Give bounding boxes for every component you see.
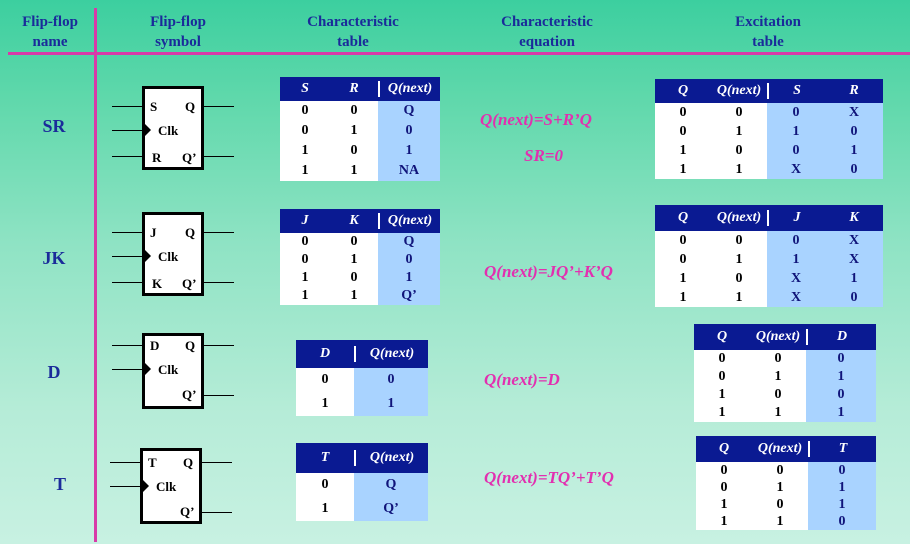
ff-clk-label: Clk xyxy=(158,362,179,377)
ff-output-qbar-label: Q’ xyxy=(180,504,195,519)
col-header: Q(next) xyxy=(378,81,440,97)
row-name-t: T xyxy=(53,474,66,494)
ff-output-q-label: Q xyxy=(185,338,196,353)
ff-output-qbar-label: Q’ xyxy=(182,387,197,402)
ff-input-label: R xyxy=(152,150,162,165)
ff-input-label: J xyxy=(150,225,157,240)
row-name-jk: JK xyxy=(42,248,66,268)
col-header: D xyxy=(806,329,876,345)
col-header: R xyxy=(849,83,859,98)
col-header: Q(next) xyxy=(354,346,428,362)
ff-output-q-label: Q xyxy=(183,455,194,470)
ff-output-q-label: Q xyxy=(185,99,196,114)
col-header: S xyxy=(301,81,309,96)
ff-input-label: T xyxy=(148,455,157,470)
vertical-divider xyxy=(94,8,97,542)
sr-equation: Q(next)=S+R’Q xyxy=(480,110,592,129)
clock-triangle-icon xyxy=(145,124,151,136)
col-header: T xyxy=(808,441,876,457)
ff-output-qbar-label: Q’ xyxy=(182,150,197,165)
horizontal-divider xyxy=(8,52,910,55)
ff-output-qbar-label: Q’ xyxy=(182,276,197,291)
row-name-sr: SR xyxy=(42,116,66,136)
col-header: R xyxy=(349,81,359,96)
clock-triangle-icon xyxy=(145,250,151,262)
col-header: K xyxy=(349,213,359,228)
sr-constraint: SR=0 xyxy=(524,146,563,165)
ff-clk-label: Clk xyxy=(158,249,179,264)
clock-triangle-icon xyxy=(145,363,151,375)
t-equation: Q(next)=TQ’+T’Q xyxy=(484,468,614,487)
ff-input-label: K xyxy=(152,276,163,291)
col-header: J xyxy=(767,210,825,226)
ff-input-label: D xyxy=(150,338,160,353)
clock-triangle-icon xyxy=(143,480,149,492)
col-header: Q(next) xyxy=(755,329,801,344)
row-name-d: D xyxy=(47,362,61,382)
col-header: J xyxy=(301,213,309,228)
jk-equation: Q(next)=JQ’+K’Q xyxy=(484,262,613,281)
d-equation: Q(next)=D xyxy=(484,370,560,389)
col-header: Q xyxy=(716,329,728,344)
col-header: Q(next) xyxy=(716,210,762,225)
col-header: Q xyxy=(677,210,689,225)
col-header: Q xyxy=(677,83,689,98)
ff-output-q-label: Q xyxy=(185,225,196,240)
col-header: Q(next) xyxy=(757,441,803,456)
col-header: Q(next) xyxy=(716,83,762,98)
col-header: Q(next) xyxy=(354,450,428,466)
col-header: D xyxy=(319,346,331,361)
col-header: Q xyxy=(718,441,730,456)
col-header: T xyxy=(320,450,330,465)
ff-input-label: S xyxy=(150,99,158,114)
col-header: K xyxy=(849,210,859,225)
col-header: Q(next) xyxy=(378,213,440,229)
ff-clk-label: Clk xyxy=(158,123,179,138)
col-header: S xyxy=(767,83,825,99)
ff-clk-label: Clk xyxy=(156,479,177,494)
